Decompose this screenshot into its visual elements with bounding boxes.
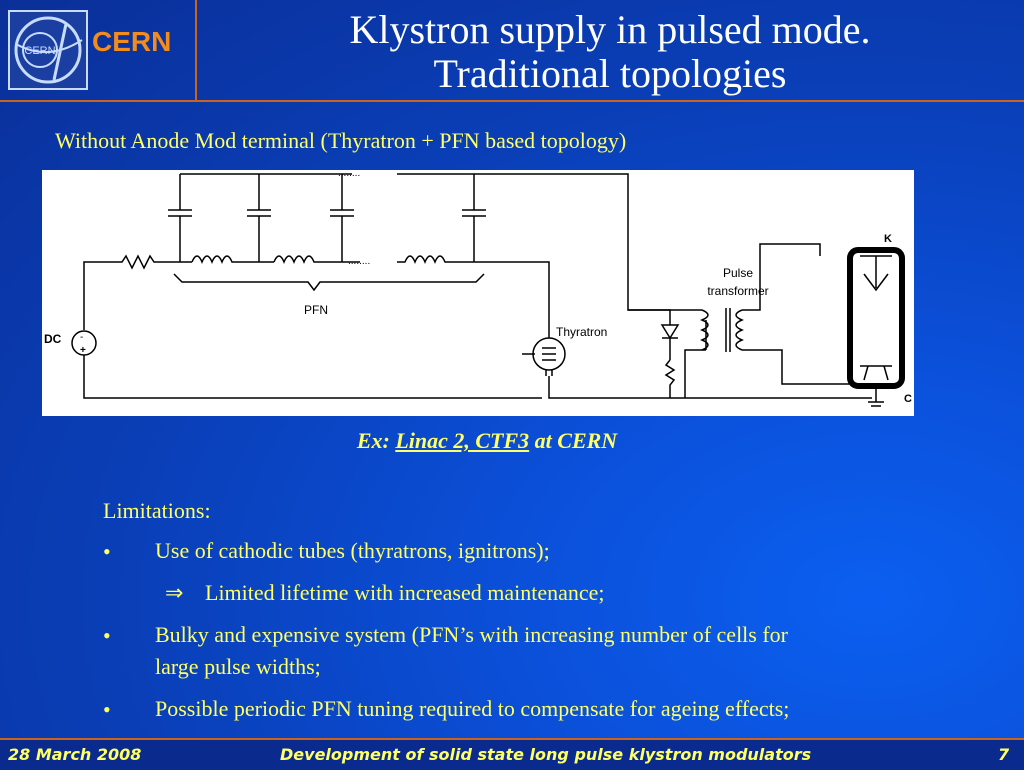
bullet-3-text: Possible periodic PFN tuning required to… <box>155 696 790 721</box>
org-name: CERN <box>92 26 172 57</box>
footer-date: 28 March 2008 <box>8 745 142 764</box>
circuit-schematic: ........ ........ PFN DC - + Thyratron P… <box>44 168 912 407</box>
limitations-heading: Limitations: <box>103 498 211 523</box>
pfn-label: PFN <box>304 303 328 317</box>
title-line-2: Traditional topologies <box>433 51 787 96</box>
section-subtitle: Without Anode Mod terminal (Thyratron + … <box>55 128 627 153</box>
bullet-1-sub-text: Limited lifetime with increased maintena… <box>205 580 605 605</box>
c-label: C <box>904 393 912 405</box>
transformer-label: transformer <box>707 284 768 298</box>
circuit-diagram: ........ ........ PFN DC - + Thyratron P… <box>42 168 914 416</box>
implies-symbol: ⇒ <box>165 580 184 605</box>
k-label: K <box>884 233 892 245</box>
example-link[interactable]: Linac 2, CTF3 <box>395 428 530 453</box>
slide-header: CERN CERN Klystron supply in pulsed mode… <box>0 0 1024 102</box>
footer-title: Development of solid state long pulse kl… <box>280 745 812 764</box>
thyratron-label: Thyratron <box>556 325 607 339</box>
bullet-2-text-line1: Bulky and expensive system (PFN’s with i… <box>155 622 789 647</box>
example-suffix: at CERN <box>534 428 618 453</box>
dots-top: ........ <box>338 170 360 179</box>
bullet-3: • <box>103 697 111 722</box>
logo-area: CERN CERN <box>0 0 197 100</box>
slide-footer: 28 March 2008 Development of solid state… <box>0 738 1024 770</box>
example-prefix: Ex: <box>356 428 390 453</box>
bullet-2-text-line2: large pulse widths; <box>155 654 321 679</box>
bullet-1-text: Use of cathodic tubes (thyratrons, ignit… <box>155 538 550 563</box>
dots-mid: ........ <box>348 256 370 267</box>
dc-label: DC <box>44 332 62 346</box>
slide-title: Klystron supply in pulsed mode. Traditio… <box>200 8 1020 96</box>
cern-logo-icon: CERN <box>8 10 88 90</box>
minus-label: - <box>80 332 83 343</box>
page-number: 7 <box>998 745 1010 764</box>
example-caption: Ex: Linac 2, CTF3 at CERN <box>0 428 974 454</box>
bullet-1: • <box>103 539 111 564</box>
bullet-2: • <box>103 623 111 648</box>
pulse-label: Pulse <box>723 266 753 280</box>
svg-text:CERN: CERN <box>24 45 55 57</box>
plus-label: + <box>80 345 86 356</box>
title-line-1: Klystron supply in pulsed mode. <box>349 7 871 52</box>
